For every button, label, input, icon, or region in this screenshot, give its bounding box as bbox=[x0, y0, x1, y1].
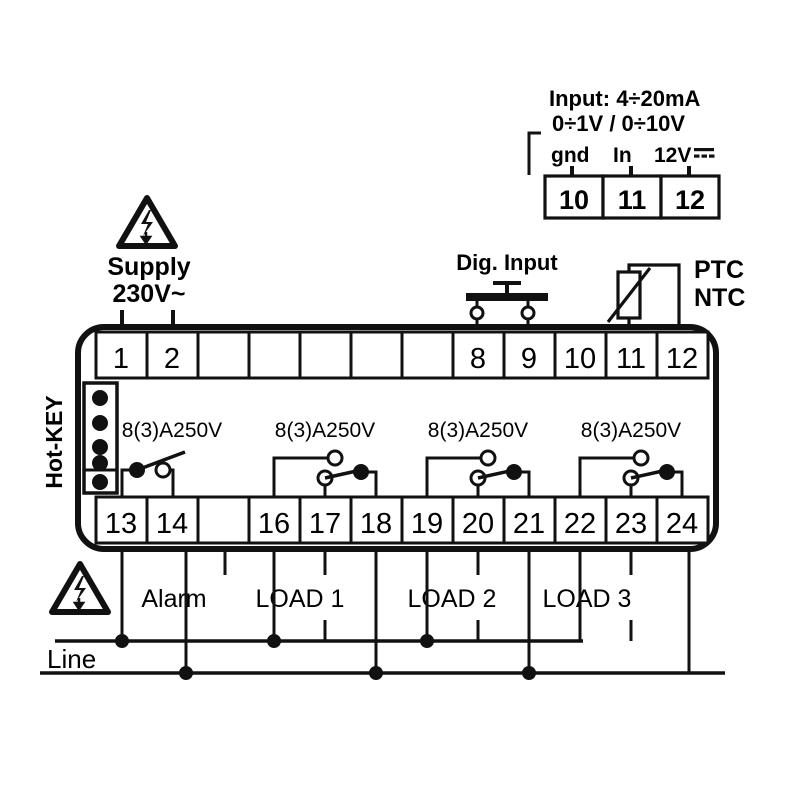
top-terminal-10: 10 bbox=[564, 343, 596, 375]
junction-18-line bbox=[369, 666, 383, 680]
top-terminal-12: 12 bbox=[666, 343, 698, 375]
bottom-terminal-17: 17 bbox=[309, 508, 341, 540]
alarm-contact-blade bbox=[136, 450, 186, 472]
junction-19-neutral bbox=[420, 634, 434, 648]
load3-relay-rating: 8(3)A250V bbox=[581, 419, 681, 442]
load-label-1: LOAD 1 bbox=[256, 585, 345, 613]
junction-21-line bbox=[522, 666, 536, 680]
bottom-terminal-24: 24 bbox=[666, 508, 698, 540]
analog-terminal-10: 10 bbox=[559, 185, 589, 215]
analog-pin-label-12v: 12V bbox=[654, 144, 691, 167]
bottom-terminal-18: 18 bbox=[360, 508, 392, 540]
junction-16-neutral bbox=[267, 634, 281, 648]
high-voltage-warning-icon-supply bbox=[119, 198, 175, 246]
load2-contact-nc bbox=[479, 449, 497, 467]
load2-relay-symbol: 8(3)A250V bbox=[425, 419, 531, 497]
load2-relay-rating: 8(3)A250V bbox=[428, 419, 528, 442]
hot-key-connector[interactable]: Hot-KEY bbox=[41, 381, 119, 495]
load2-contact-pivot bbox=[506, 464, 522, 480]
temperature-sensor-annotation: PTC NTC bbox=[606, 256, 745, 334]
load-label-3: LOAD 3 bbox=[543, 585, 632, 613]
load1-contact-pivot bbox=[353, 464, 369, 480]
top-terminal-2: 2 bbox=[164, 343, 180, 375]
alarm-relay-symbol: 8(3)A250V bbox=[120, 419, 222, 497]
line-label: Line bbox=[47, 644, 96, 674]
hot-key-pin-5 bbox=[92, 474, 108, 490]
analog-input-caption-line2: 0÷1V / 0÷10V bbox=[552, 111, 685, 136]
controller-housing bbox=[75, 324, 719, 552]
bottom-terminal-14: 14 bbox=[156, 508, 188, 540]
high-voltage-warning-icon-line bbox=[52, 564, 108, 612]
analog-input-caption-line1: Input: 4÷20mA bbox=[549, 86, 701, 111]
bottom-terminal-23: 23 bbox=[615, 508, 647, 540]
analog-terminal-box: 10 11 12 bbox=[543, 174, 721, 220]
top-terminal-1: 1 bbox=[113, 343, 129, 375]
bottom-terminal-row: 13 14 16 17 18 19 20 21 22 23 24 bbox=[94, 495, 710, 545]
alarm-contact-fixed bbox=[154, 461, 172, 479]
alarm-relay-rating: 8(3)A250V bbox=[122, 419, 222, 442]
bottom-terminal-20: 20 bbox=[462, 508, 494, 540]
top-terminal-11: 11 bbox=[616, 343, 646, 375]
supply-label-line1: Supply bbox=[107, 253, 190, 281]
load3-relay-symbol: 8(3)A250V bbox=[578, 419, 684, 497]
digital-input-label: Dig. Input bbox=[456, 250, 558, 275]
load3-contact-nc bbox=[632, 449, 650, 467]
bottom-terminal-13: 13 bbox=[105, 508, 137, 540]
load1-relay-symbol: 8(3)A250V bbox=[272, 419, 378, 497]
digital-input-annotation: Dig. Input bbox=[456, 250, 558, 334]
analog-pin-label-gnd: gnd bbox=[551, 144, 589, 167]
thermistor-slash bbox=[606, 267, 652, 323]
top-terminal-8: 8 bbox=[470, 343, 486, 375]
load-label-2: LOAD 2 bbox=[408, 585, 497, 613]
dc-voltage-icon bbox=[694, 148, 715, 158]
hot-key-pin-3 bbox=[92, 439, 108, 455]
hot-key-pin-2 bbox=[92, 415, 108, 431]
shield-bracket bbox=[527, 131, 541, 175]
load-label-alarm: Alarm bbox=[141, 585, 206, 613]
load-wiring: Alarm LOAD 1 LOAD 2 LOAD 3 Line bbox=[40, 549, 725, 680]
load1-relay-rating: 8(3)A250V bbox=[275, 419, 375, 442]
pushbutton-node-8 bbox=[469, 305, 485, 321]
analog-input-block: Input: 4÷20mA 0÷1V / 0÷10V gnd In 12V 10… bbox=[527, 86, 721, 220]
load2-contact-blade bbox=[477, 468, 515, 480]
bottom-terminal-21: 21 bbox=[513, 508, 545, 540]
analog-terminal-11: 11 bbox=[618, 185, 647, 215]
top-terminal-row: 1 2 8 9 10 11 12 bbox=[94, 330, 710, 380]
analog-pin-label-in: In bbox=[613, 144, 632, 167]
top-terminal-9: 9 bbox=[521, 343, 537, 375]
bottom-terminal-22: 22 bbox=[564, 508, 596, 540]
hot-key-pin-1 bbox=[92, 390, 108, 406]
sensor-label-ntc: NTC bbox=[694, 284, 745, 312]
load1-contact-nc bbox=[326, 449, 344, 467]
load1-contact-blade bbox=[324, 468, 362, 480]
pushbutton-bar bbox=[466, 293, 548, 301]
load3-contact-pivot bbox=[659, 464, 675, 480]
load3-contact-blade bbox=[630, 468, 668, 480]
junction-14-line bbox=[179, 666, 193, 680]
supply-annotation: Supply 230V~ bbox=[107, 198, 191, 334]
bottom-terminal-16: 16 bbox=[258, 508, 290, 540]
sensor-label-ptc: PTC bbox=[694, 256, 744, 284]
junction-13-neutral bbox=[115, 634, 129, 648]
supply-label-line2: 230V~ bbox=[113, 280, 186, 308]
bottom-terminal-19: 19 bbox=[411, 508, 443, 540]
hot-key-pin-4 bbox=[92, 455, 108, 471]
pushbutton-node-9 bbox=[520, 305, 536, 321]
analog-terminal-12: 12 bbox=[675, 185, 705, 215]
hot-key-label: Hot-KEY bbox=[41, 395, 67, 488]
